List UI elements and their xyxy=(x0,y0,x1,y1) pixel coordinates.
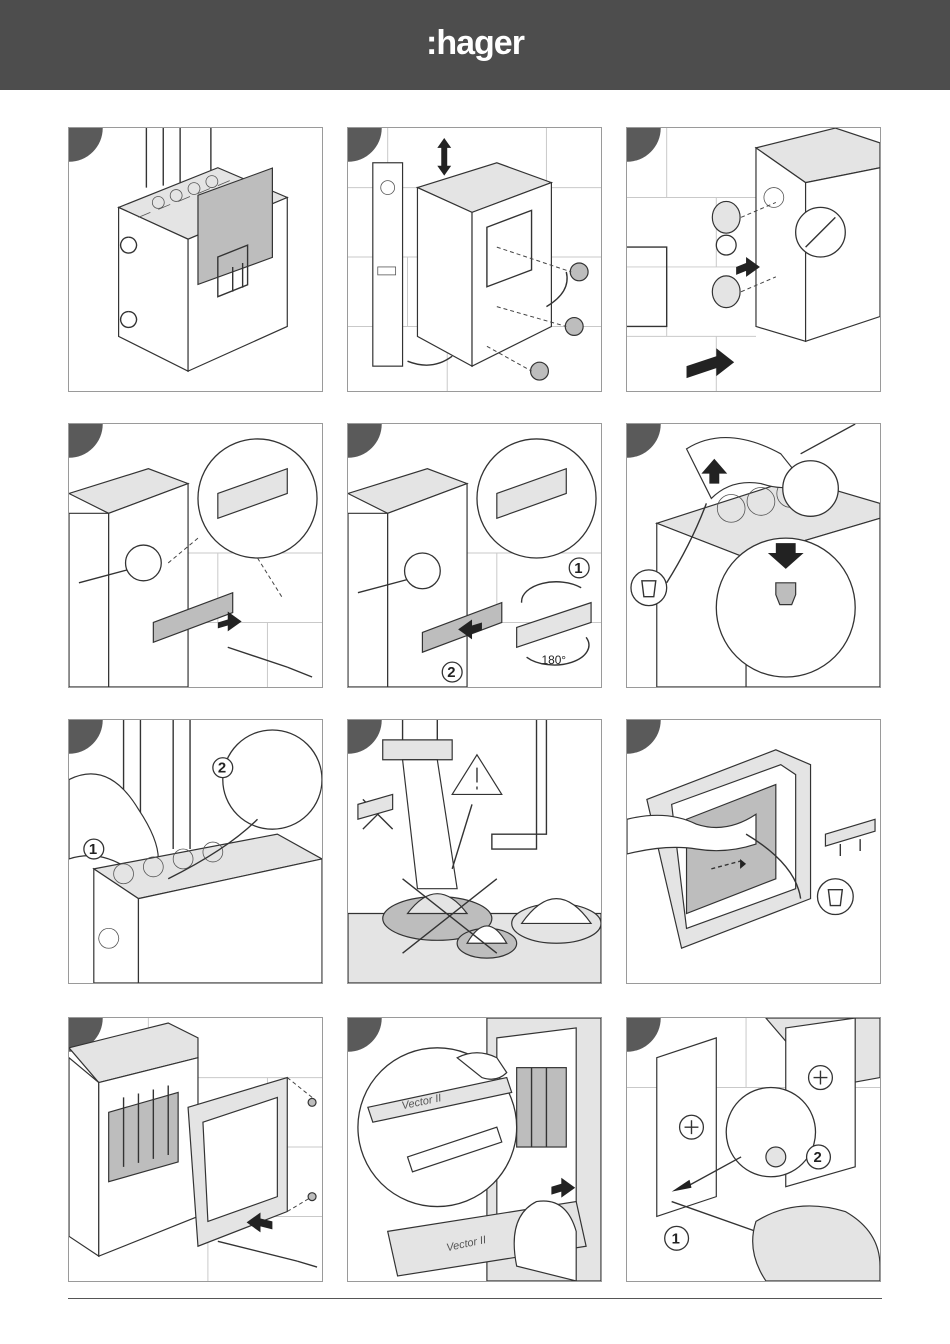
step-panel-2 xyxy=(347,127,602,392)
incorrect-cable-entry-warning-illustration xyxy=(348,720,601,983)
step-panel-11: Vector II Vector II xyxy=(347,1017,602,1282)
step-number-1: 1 xyxy=(574,561,582,577)
label-application-illustration: Vector II Vector II xyxy=(348,1018,601,1281)
rotation-label: 180° xyxy=(541,653,566,667)
cable-gland-insertion-illustration xyxy=(627,128,880,391)
step-panel-10 xyxy=(68,1017,323,1282)
step-number-2: 2 xyxy=(814,1150,822,1166)
step-panel-5: 1 2 180° xyxy=(347,423,602,688)
step-panel-1 xyxy=(68,127,323,392)
step-panel-7: 1 2 xyxy=(68,719,323,984)
knockout-cap-removal-illustration xyxy=(627,424,880,687)
levelling-and-mounting-illustration xyxy=(348,128,601,391)
step-number-2: 2 xyxy=(218,761,226,777)
din-rail-removal-illustration xyxy=(69,424,322,687)
drilling-illustration: 2 1 xyxy=(627,1018,880,1281)
step-panel-6 xyxy=(626,423,881,688)
step-number-1: 1 xyxy=(672,1231,680,1247)
din-rail-rotation-illustration: 1 2 180° xyxy=(348,424,601,687)
enclosure-with-cables-illustration xyxy=(69,128,322,391)
footer-rule xyxy=(68,1298,882,1299)
step-panel-4 xyxy=(68,423,323,688)
spirit-level-icon xyxy=(373,163,403,366)
hager-logo: :hager xyxy=(0,24,950,63)
step-number-2: 2 xyxy=(447,665,455,681)
step-panel-3 xyxy=(626,127,881,392)
waste-bin-icon xyxy=(631,570,667,606)
waste-bin-icon xyxy=(817,879,853,915)
header-bar: :hager xyxy=(0,0,950,90)
protective-film-removal-illustration xyxy=(627,720,880,983)
step-number-1: 1 xyxy=(89,842,97,858)
cable-entry-illustration: 1 2 xyxy=(69,720,322,983)
front-cover-fitting-illustration xyxy=(69,1018,322,1281)
step-panel-9 xyxy=(626,719,881,984)
step-panel-8 xyxy=(347,719,602,984)
step-panel-12: 2 1 xyxy=(626,1017,881,1282)
